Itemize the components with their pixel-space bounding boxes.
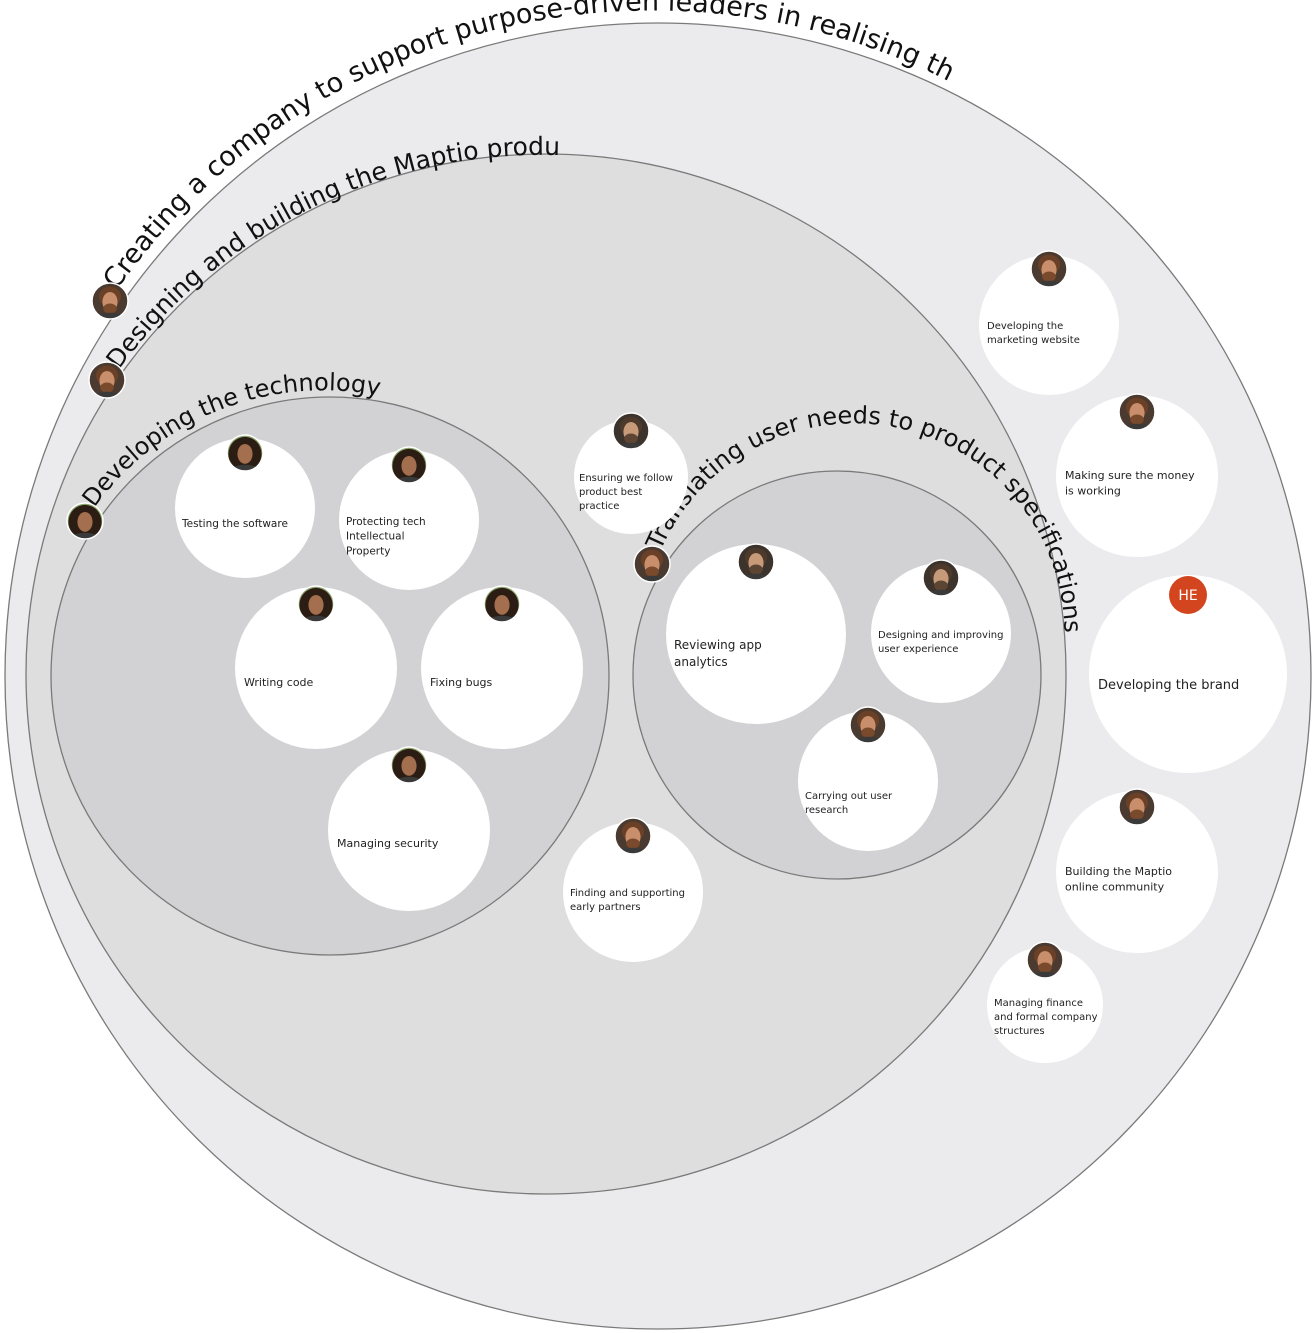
leaf-ensuring-we-follow-product-best-practice-circle[interactable] [574, 420, 688, 534]
leaf-fixing-bugs-label: Fixing bugs [430, 676, 493, 689]
leaf-fixing-bugs-group[interactable]: Fixing bugs [421, 587, 583, 749]
leaf-developing-the-brand-circle[interactable] [1089, 575, 1287, 773]
man-beard-avatar-icon [88, 361, 126, 399]
man-beard-avatar-icon [1118, 393, 1156, 431]
leaf-managing-security-label: Managing security [337, 837, 439, 850]
leaf-developing-the-brand-label: Developing the brand [1098, 678, 1239, 693]
leaf-carrying-out-user-research-circle[interactable] [798, 711, 938, 851]
man-beard-avatar-icon [1026, 941, 1064, 979]
woman-curly-hair-avatar-icon [66, 502, 104, 540]
leaf-writing-code-label: Writing code [244, 676, 314, 689]
leaf-testing-the-software-group[interactable]: Testing the software [175, 438, 315, 578]
man-long-hair-avatar-icon [922, 559, 960, 597]
woman-curly-hair-avatar-icon [390, 746, 428, 784]
man-beard-avatar-icon [614, 817, 652, 855]
leaf-fixing-bugs-circle[interactable] [421, 587, 583, 749]
svg-text:HE: HE [1178, 588, 1197, 604]
leaf-developing-the-brand-group[interactable]: Developing the brand [1089, 575, 1287, 773]
leaf-managing-security-group[interactable]: Managing security [328, 749, 490, 911]
man-long-hair-avatar-icon [737, 543, 775, 581]
leaf-making-sure-the-money-is-working-circle[interactable] [1056, 395, 1218, 557]
leaf-finding-and-supporting-early-partners-circle[interactable] [563, 822, 703, 962]
leaf-protecting-tech-intellectual-property-circle[interactable] [339, 450, 479, 590]
man-beard-avatar-icon [633, 545, 671, 583]
leaf-managing-finance-and-formal-company-structures-circle[interactable] [987, 947, 1103, 1063]
leaf-designing-and-improving-user-experience-circle[interactable] [871, 563, 1011, 703]
woman-curly-hair-avatar-icon [297, 585, 335, 623]
man-beard-avatar-icon [849, 706, 887, 744]
leaf-reviewing-app-analytics-circle[interactable] [666, 544, 846, 724]
woman-curly-hair-avatar-icon [483, 585, 521, 623]
woman-curly-hair-avatar-icon [226, 434, 264, 472]
man-beard-avatar-icon [91, 282, 129, 320]
leaf-writing-code-circle[interactable] [235, 587, 397, 749]
leaf-writing-code-group[interactable]: Writing code [235, 587, 397, 749]
leaf-managing-security-circle[interactable] [328, 749, 490, 911]
man-beard-avatar-icon [1030, 250, 1068, 288]
leaf-testing-the-software-circle[interactable] [175, 438, 315, 578]
man-beard-avatar-icon [1118, 788, 1156, 826]
woman-curly-hair-avatar-icon [390, 446, 428, 484]
initials-badge-icon: HE [1169, 576, 1207, 614]
leaf-testing-the-software-label: Testing the software [181, 518, 288, 530]
man-long-hair-avatar-icon [612, 412, 650, 450]
leaf-building-the-maptio-online-community-circle[interactable] [1056, 791, 1218, 953]
avatars: HE [66, 250, 1207, 979]
leaf-developing-the-marketing-website-circle[interactable] [979, 255, 1119, 395]
